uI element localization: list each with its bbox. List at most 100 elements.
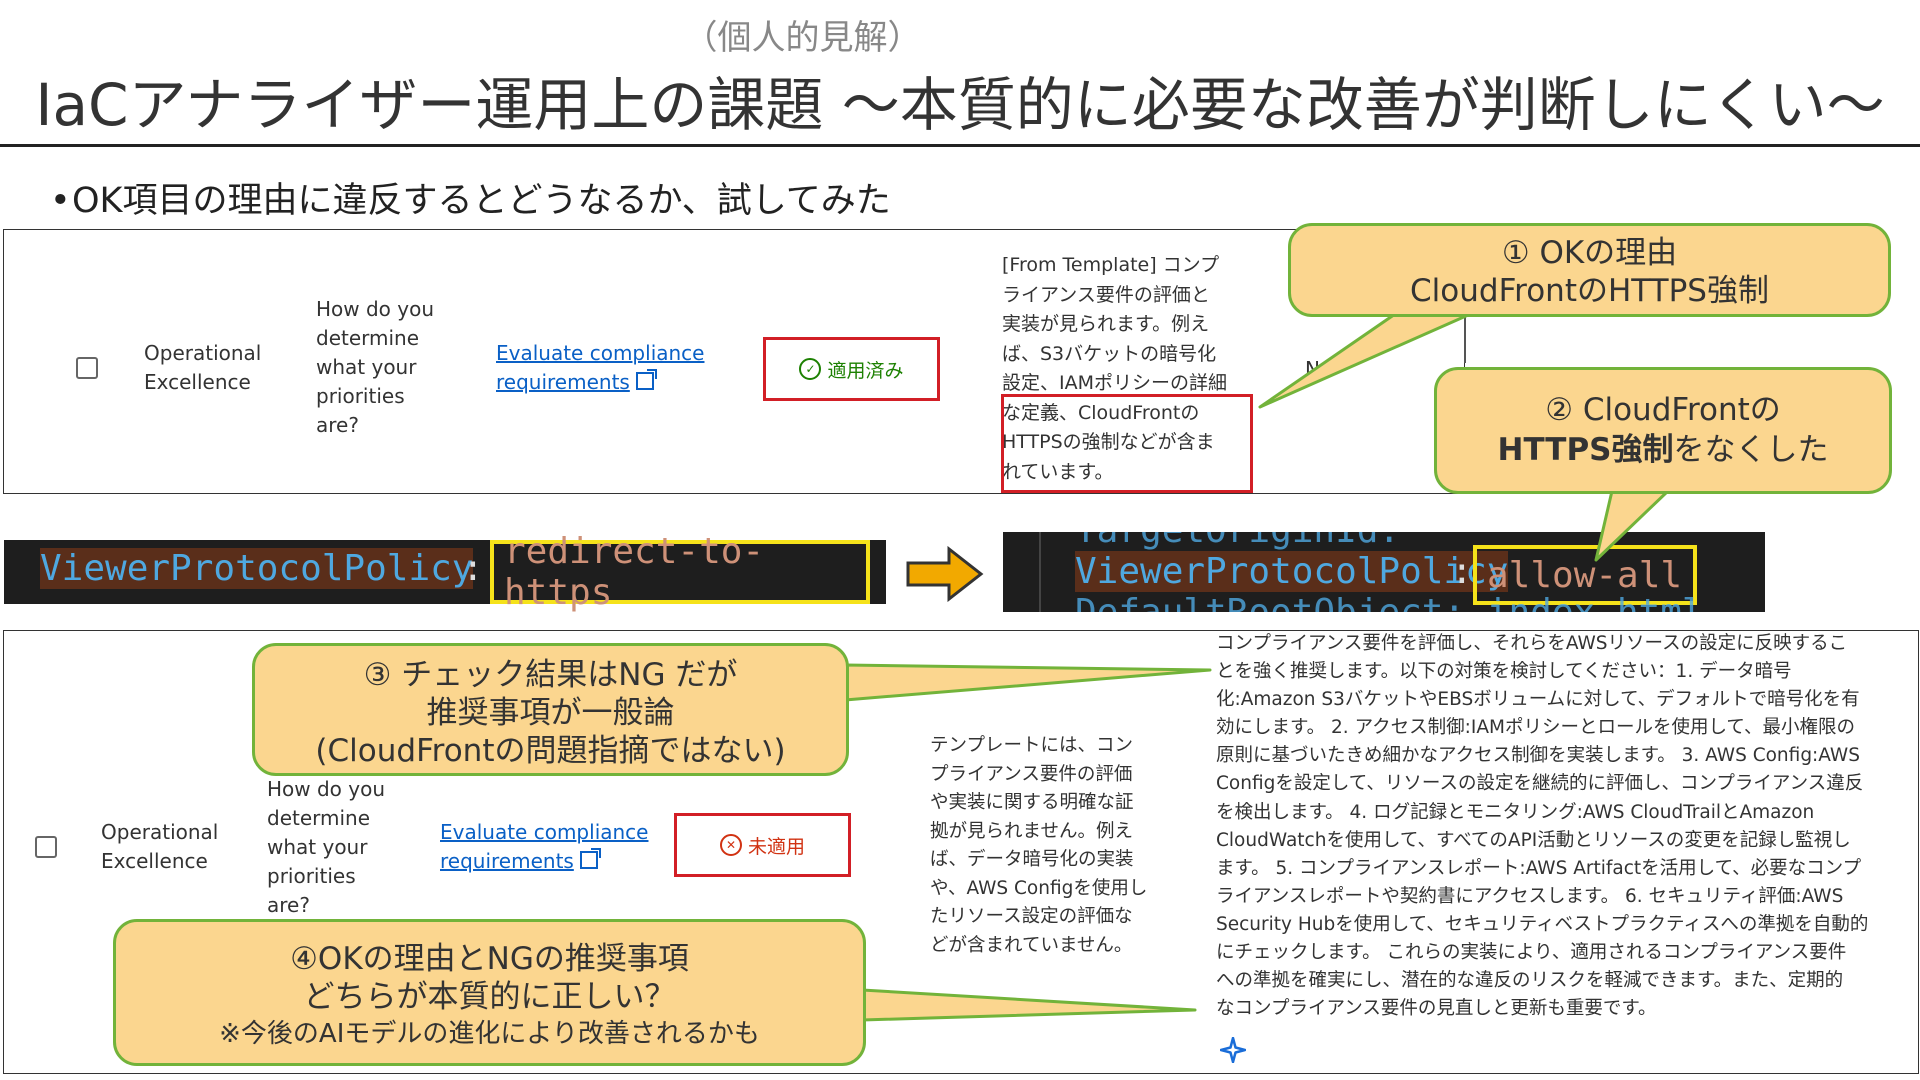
status-label: 未適用	[747, 835, 805, 858]
external-link-icon	[635, 369, 657, 390]
reason-line: プライアンス要件の評価	[930, 763, 1133, 785]
question-cell-ng: How do you determine what your prioritie…	[267, 775, 385, 920]
question-line: How do you	[316, 297, 435, 321]
row-checkbox-ng[interactable]	[35, 836, 57, 858]
recommendation-line: なコンプライアンス要件の見直しと更新も重要です。	[1216, 998, 1657, 1020]
callout-line: 推奨事項が一般論	[426, 695, 675, 731]
recommendation-line: ます。 5. コンプライアンスレポート:AWS Artifactを活用して、必要…	[1216, 857, 1862, 879]
external-link-icon	[579, 848, 601, 869]
check-circle-icon: ✓	[799, 358, 822, 380]
status-highlight-ng: ✕ 未適用	[674, 813, 851, 877]
reason-text-ng: テンプレートには、コン プライアンス要件の評価 や実装に関する明確な証 拠が見ら…	[930, 732, 1147, 960]
code-value-before: redirect-to-https	[490, 531, 870, 613]
indent-guide	[1039, 532, 1041, 612]
reason-line: HTTPSの強制などが含ま	[1002, 431, 1215, 453]
recommendation-line: ライアンスレポートや契約書にアクセスします。 6. セキュリティ評価:AWS	[1216, 885, 1844, 907]
pillar-line: Excellence	[101, 849, 208, 873]
question-line: determine	[267, 806, 371, 830]
row-checkbox-ok[interactable]	[76, 357, 98, 379]
recommendation-line: CloudWatchを使用して、すべてのAPI活動とリソースの変更を記録し監視し	[1216, 829, 1851, 851]
status-label: 適用済み	[827, 359, 904, 382]
pillar-cell-ok: Operational Excellence	[144, 339, 261, 397]
link-line[interactable]: requirements	[496, 368, 704, 397]
recommendation-line: 原則に基づいたきめ細かなアクセス制御を実装します。 3. AWS Config:…	[1216, 745, 1860, 767]
callout-2: ② CloudFrontの HTTPS強制をなくした	[1434, 367, 1892, 494]
bullet-point: •OK項目の理由に違反するとどうなるか、試してみた	[50, 181, 891, 221]
reason-line: ライアンス要件の評価と	[1002, 283, 1210, 306]
question-line: determine	[316, 326, 420, 350]
reason-line: や実装に関する明確な証	[930, 792, 1134, 813]
code-colon: :	[462, 548, 484, 589]
pillar-line: Operational	[144, 341, 262, 365]
link-line[interactable]: Evaluate compliance	[440, 820, 649, 844]
pillar-line: Operational	[101, 820, 219, 844]
recommendation-line: を検出します。 4. ログ記録とモニタリング:AWS CloudTrailとAm…	[1216, 801, 1815, 823]
reason-line: ば、データ暗号化の実装	[930, 849, 1134, 870]
code-value-text: redirect-to-https	[504, 531, 765, 613]
reason-line: テンプレートには、コン	[930, 735, 1133, 756]
recommendation-line: 化:Amazon S3バケットやEBSボリュームに対して、デフォルトで暗号化を有	[1216, 689, 1860, 711]
status-badge-ng: ✕ 未適用	[677, 816, 848, 874]
callout-emphasis: HTTPS強制	[1497, 432, 1674, 468]
right-arrow-icon	[906, 546, 984, 602]
code-key-before: ViewerProtocolPolicy	[40, 548, 474, 589]
recommendation-line: コンプライアンス要件を評価し、それらをAWSリソースの設定に反映するこ	[1216, 633, 1848, 654]
callout-line: CloudFrontのHTTPS強制	[1410, 273, 1769, 309]
recommendation-line: Configを設定して、リソースの設定を継続的に評価し、コンプライアンス違反	[1216, 773, 1864, 795]
code-after: TargetOriginId: GenerativeAIUseCases Vie…	[1003, 532, 1765, 612]
reason-line: たリソース設定の評価な	[930, 906, 1133, 927]
code-key-after: ViewerProtocolPolicy	[1075, 551, 1509, 592]
question-line: priorities	[267, 864, 356, 888]
x-circle-icon: ✕	[719, 834, 742, 856]
question-line: are?	[267, 893, 310, 917]
code-value-text: allow-all	[1487, 554, 1683, 596]
question-line: priorities	[316, 384, 405, 408]
sparkle-icon	[1220, 1037, 1246, 1063]
pillar-line: Excellence	[144, 370, 251, 394]
code-before: ViewerProtocolPolicy : redirect-to-https	[4, 531, 886, 613]
reason-highlight-ok	[1001, 394, 1253, 493]
truncated-cell: N	[1305, 357, 1320, 381]
callout-4: ④OKの理由とNGの推奨事項 どちらが本質的に正しい？ ※今後のAIモデルの進化…	[113, 919, 866, 1066]
callout-line: ③ チェック結果はNG だが	[363, 657, 738, 693]
link-line[interactable]: Evaluate compliance	[496, 341, 705, 365]
code-line-below: DefaultRootObject: index.html	[1075, 592, 1704, 612]
reason-line: や、AWS Configを使用し	[930, 877, 1148, 899]
compliance-link-ok[interactable]: Evaluate compliance requirements	[496, 339, 704, 397]
callout-note: ※今後のAIモデルの進化により改善されるかも	[219, 1019, 760, 1049]
status-highlight-ok: ✓ 適用済み	[763, 337, 940, 401]
callout-line: (CloudFrontの問題指摘ではない)	[315, 733, 786, 769]
reason-line: どが含まれていません。	[930, 934, 1133, 956]
question-cell-ok: How do you determine what your prioritie…	[316, 295, 434, 440]
callout-line: どちらが本質的に正しい？	[303, 979, 676, 1015]
reason-line: 実装が見られます。例え	[1002, 313, 1210, 335]
reason-line: な定義、CloudFrontの	[1002, 401, 1200, 424]
link-line[interactable]: requirements	[440, 847, 648, 876]
code-colon: :	[1451, 551, 1473, 592]
recommendation-line: への準拠を確実にし、潜在的な違反のリスクを軽減できます。また、定期的	[1216, 970, 1844, 992]
pillar-cell-ng: Operational Excellence	[101, 818, 218, 876]
reason-line: ば、S3バケットの暗号化	[1002, 342, 1217, 365]
reason-text-ok: [From Template] コンプ ライアンス要件の評価と 実装が見られます…	[1002, 251, 1227, 487]
recommendation-line: 効にします。 2. アクセス制御:IAMポリシーとロールを使用して、最小権限の	[1216, 717, 1855, 739]
compliance-link-ng[interactable]: Evaluate compliance requirements	[440, 818, 648, 876]
reason-line: 拠が見られません。例え	[930, 820, 1133, 842]
question-line: are?	[316, 413, 359, 437]
callout-3: ③ チェック結果はNG だが 推奨事項が一般論 (CloudFrontの問題指摘…	[252, 643, 849, 776]
recommendation-text: コンプライアンス要件を評価し、それらをAWSリソースの設定に反映するこ とを強く…	[1216, 630, 1868, 1023]
status-badge-ok: ✓ 適用済み	[766, 340, 937, 398]
bullet-text: OK項目の理由に違反するとどうなるか、試してみた	[72, 181, 891, 221]
reason-line: 設定、IAMポリシーの詳細	[1002, 372, 1227, 394]
reason-line: れています。	[1002, 460, 1114, 483]
slide-title: IaCアナライザー運用上の課題 ～本質的に必要な改善が判断しにくい～	[35, 71, 1885, 139]
recommendation-line: とを強く推奨します。以下の対策を検討してください：1. データ暗号	[1216, 661, 1792, 683]
result-row-ok-panel	[3, 229, 1465, 494]
slide-subtitle: （個人的見解）	[683, 18, 922, 58]
reason-line: [From Template] コンプ	[1002, 254, 1220, 276]
recommendation-line: にチェックします。 これらの実装により、適用されるコンプライアンス要件	[1216, 942, 1847, 964]
callout-line: ① OKの理由	[1501, 235, 1678, 271]
callout-line: ④OKの理由とNGの推奨事項	[290, 941, 689, 977]
callout-line: HTTPS強制をなくした	[1497, 432, 1829, 468]
recommendation-line: Security Hubを使用して、セキュリティベストプラクティスへの準拠を自動…	[1216, 913, 1869, 935]
question-line: what your	[316, 355, 417, 379]
